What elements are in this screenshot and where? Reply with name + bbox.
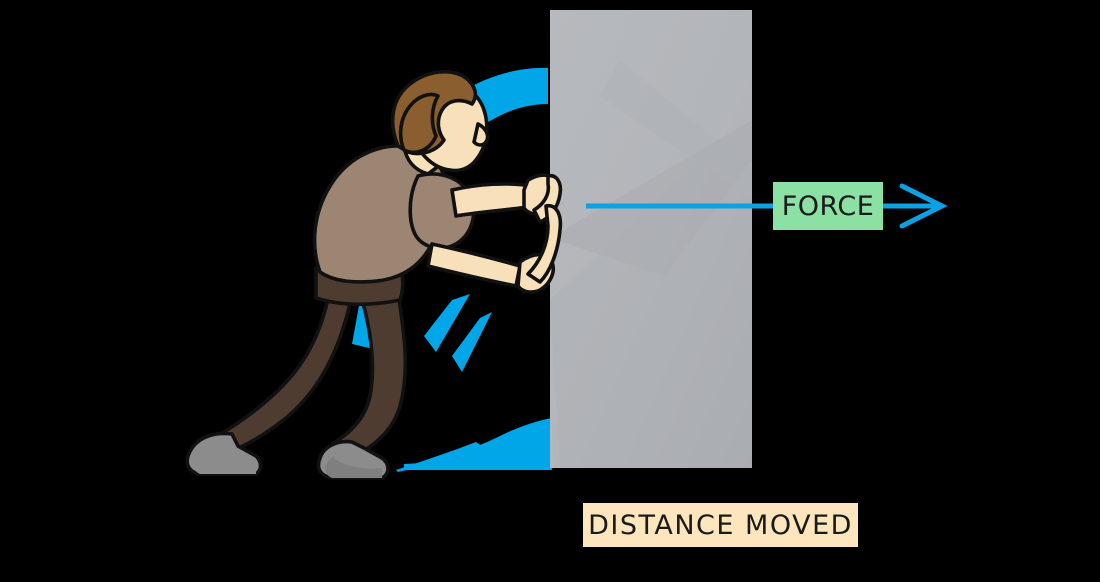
- force-arrow-head: [899, 183, 948, 229]
- distance-moved-label: DISTANCE MOVED: [583, 503, 858, 547]
- pushed-block: [550, 10, 752, 468]
- person-pushing: [185, 69, 563, 480]
- force-label: FORCE: [773, 182, 883, 230]
- distance-moved-label-text: DISTANCE MOVED: [588, 509, 853, 541]
- force-arrow: [586, 183, 948, 229]
- front-leg: [316, 290, 408, 480]
- force-label-text: FORCE: [781, 190, 875, 222]
